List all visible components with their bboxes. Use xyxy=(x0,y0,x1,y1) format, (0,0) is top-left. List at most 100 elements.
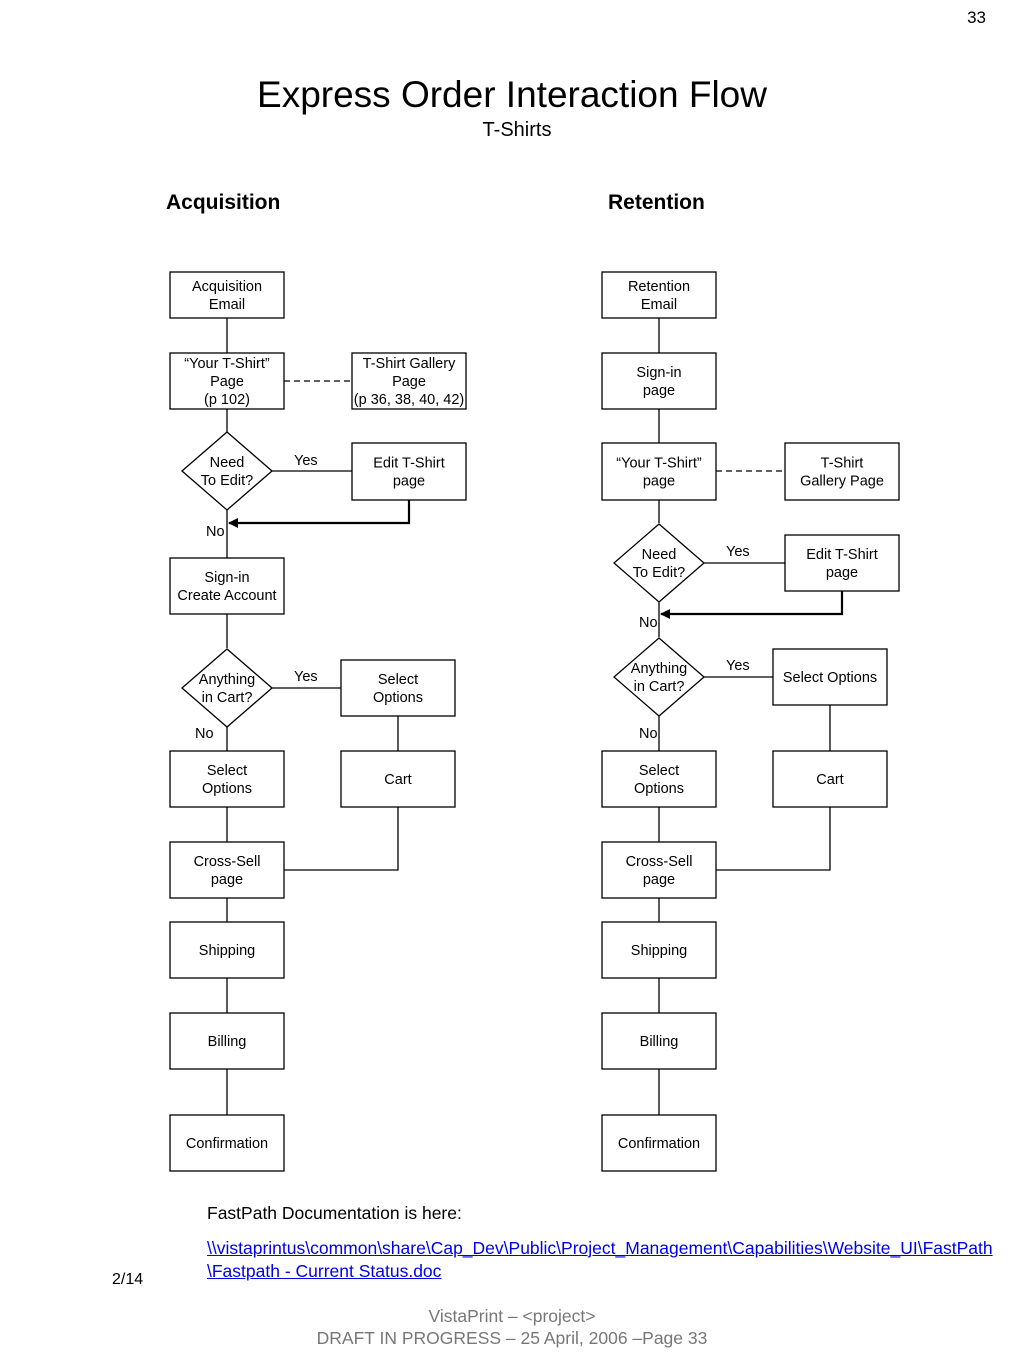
node-retention-anything-cart: Anything in Cart? xyxy=(613,637,705,717)
yes-label: Yes xyxy=(294,453,318,469)
node-acquisition-cart: Cart xyxy=(340,750,456,808)
decision-diamond xyxy=(181,431,273,511)
edge-labels: Yes No Yes No Yes No Yes No xyxy=(195,453,750,742)
node-label: Sign-in xyxy=(636,365,681,381)
node-label: Edit T-Shirt xyxy=(373,456,444,472)
node-retention-signin: Sign-in page xyxy=(601,352,717,410)
node-label: Gallery Page xyxy=(800,474,884,490)
node-box xyxy=(784,534,900,592)
page-number: 33 xyxy=(967,8,986,27)
node-box xyxy=(169,750,285,808)
retention-heading: Retention xyxy=(608,191,705,214)
node-label: Email xyxy=(641,297,677,313)
no-label: No xyxy=(206,524,225,540)
node-label: Select Options xyxy=(783,670,877,686)
node-label: Select xyxy=(378,672,418,688)
node-label: Cart xyxy=(816,772,843,788)
node-label: in Cart? xyxy=(202,690,253,706)
node-acquisition-confirmation: Confirmation xyxy=(169,1114,285,1172)
node-label: Select xyxy=(639,763,679,779)
node-box xyxy=(772,750,888,808)
node-acquisition-shipping: Shipping xyxy=(169,921,285,979)
node-label: To Edit? xyxy=(201,473,253,489)
yes-label: Yes xyxy=(726,544,750,560)
doc-note: FastPath Documentation is here: xyxy=(207,1203,462,1223)
node-label: page xyxy=(643,872,675,888)
connectors xyxy=(226,318,844,1115)
page-title: Express Order Interaction Flow xyxy=(257,74,767,115)
no-label: No xyxy=(639,726,658,742)
node-retention-cart: Cart xyxy=(772,750,888,808)
node-acquisition-billing: Billing xyxy=(169,1012,285,1070)
no-label: No xyxy=(639,615,658,631)
node-retention-confirmation: Confirmation xyxy=(601,1114,717,1172)
node-label: (p 102) xyxy=(204,392,250,408)
node-retention-cross-sell: Cross-Sell page xyxy=(601,841,717,899)
node-acquisition-anything-cart: Anything in Cart? xyxy=(181,648,273,728)
node-label: (p 36, 38, 40, 42) xyxy=(354,392,464,408)
decision-diamond xyxy=(613,523,705,603)
arrow-connector xyxy=(228,500,411,528)
arrow-connector xyxy=(660,591,844,619)
node-acquisition-your-tshirt: “Your T-Shirt”Page(p 102) xyxy=(169,352,285,410)
node-label: Options xyxy=(202,781,252,797)
node-box xyxy=(601,1114,717,1172)
node-label: Options xyxy=(634,781,684,797)
node-label: Anything xyxy=(631,661,687,677)
node-label: page xyxy=(211,872,243,888)
node-retention-your-tshirt: “Your T-Shirt”page xyxy=(601,442,717,501)
node-label: Billing xyxy=(208,1034,247,1050)
footer: VistaPrint – <project> DRAFT IN PROGRESS… xyxy=(0,1305,1024,1349)
node-label: in Cart? xyxy=(634,679,685,695)
node-label: page xyxy=(643,383,675,399)
node-label: Need xyxy=(210,455,245,471)
no-label: No xyxy=(195,726,214,742)
connector xyxy=(284,807,399,871)
slide-date: 2/14 xyxy=(112,1271,144,1288)
connector xyxy=(716,807,831,871)
node-box xyxy=(601,1012,717,1070)
node-box xyxy=(169,841,285,899)
node-box xyxy=(601,750,717,808)
node-retention-billing: Billing xyxy=(601,1012,717,1070)
node-label: page xyxy=(643,474,675,490)
acquisition-heading: Acquisition xyxy=(166,191,281,214)
node-label: To Edit? xyxy=(633,565,685,581)
node-label: Shipping xyxy=(199,943,255,959)
node-box xyxy=(351,442,467,501)
node-acquisition-need-edit: Need To Edit? xyxy=(181,431,273,511)
page-subtitle: T-Shirts xyxy=(482,119,552,141)
node-label: Acquisition xyxy=(192,279,262,295)
node-label: Create Account xyxy=(177,588,276,604)
node-retention-select-options-right: Select Options xyxy=(772,648,888,706)
node-label: T-Shirt xyxy=(821,456,864,472)
node-box xyxy=(340,750,456,808)
node-box xyxy=(169,271,285,319)
node-box xyxy=(601,352,717,410)
node-label: Anything xyxy=(199,672,255,688)
doc-link[interactable]: \\vistaprintus\common\share\Cap_Dev\Publ… xyxy=(207,1238,993,1281)
node-label: Cart xyxy=(384,772,411,788)
node-box xyxy=(169,921,285,979)
node-box xyxy=(601,921,717,979)
node-label: Cross-Sell xyxy=(194,854,261,870)
decision-diamond xyxy=(181,648,273,728)
node-retention-shipping: Shipping xyxy=(601,921,717,979)
node-label: Cross-Sell xyxy=(626,854,693,870)
node-label: Sign-in xyxy=(204,570,249,586)
node-label: Confirmation xyxy=(618,1136,700,1152)
footer-line-draft: DRAFT IN PROGRESS – 25 April, 2006 –Page… xyxy=(316,1328,708,1348)
node-label: Select xyxy=(207,763,247,779)
node-label: Options xyxy=(373,690,423,706)
node-box xyxy=(169,557,285,615)
node-box xyxy=(772,648,888,706)
node-box xyxy=(169,1012,285,1070)
